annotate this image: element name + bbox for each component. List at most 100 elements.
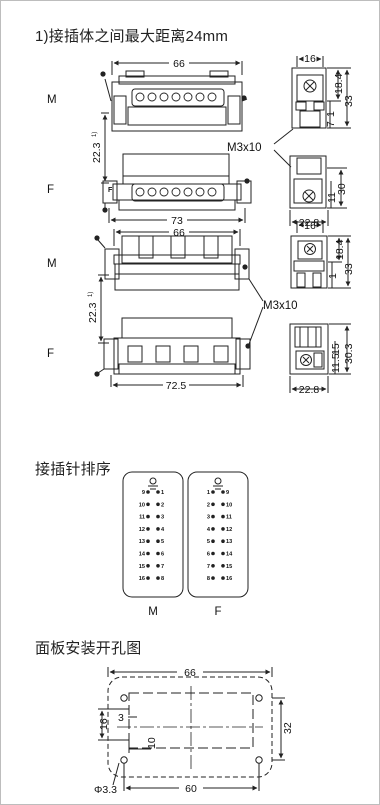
- f-pin-number: 4: [207, 527, 211, 533]
- f-pin-contact: [221, 514, 225, 519]
- f-pin-number: 9: [226, 490, 229, 496]
- f-pin-number: 11: [226, 515, 232, 521]
- f-pin-contact: [221, 527, 225, 531]
- f-pin-contact: [211, 551, 215, 556]
- upper-label-m: M: [47, 94, 57, 106]
- m-pin-contact: [146, 564, 150, 568]
- f-pin-number: 6: [207, 552, 210, 558]
- m-pin-number: 4: [161, 527, 165, 533]
- upper-label-f: F: [47, 184, 54, 196]
- m-pin-contact: [146, 576, 150, 580]
- upper-side-h1: 18.4: [333, 73, 345, 94]
- f-pin-number: 10: [226, 502, 232, 508]
- m-pin-number: 9: [142, 490, 145, 496]
- m-pin-number: 16: [139, 576, 145, 582]
- m-pin-number: 1: [161, 490, 164, 496]
- f-pin-contact: [211, 514, 215, 519]
- upper-side-view-female: [289, 155, 327, 209]
- upper-dim-top-width: 66: [173, 58, 185, 70]
- panel-dim-10: 10: [146, 737, 158, 749]
- f-pin-number: 16: [226, 576, 232, 582]
- f-pin-number: 13: [226, 539, 232, 545]
- m-pin-contact: [146, 551, 150, 556]
- f-pin-number: 12: [226, 527, 232, 533]
- panel-dim-inner-width: 60: [185, 783, 197, 795]
- upper-side-small1: 1: [325, 111, 337, 117]
- m-pin-contact: [156, 490, 160, 494]
- upper-side-width-top: 16: [304, 53, 316, 65]
- upper-male-housing: [104, 70, 248, 132]
- m-pin-number: 15: [139, 564, 145, 570]
- lower-side-h2: 33: [343, 263, 355, 275]
- upper-side-small3: 11: [326, 192, 338, 203]
- upper-side-h2: 33: [343, 95, 355, 107]
- m-pin-contact: [156, 539, 160, 543]
- upper-m-screw-head: [100, 71, 106, 77]
- f-pin-contact: [211, 502, 215, 507]
- lower-dim-gap-note: 1): [88, 292, 94, 297]
- upper-screw-label: M3x10: [227, 142, 262, 154]
- f-pin-contact: [221, 502, 225, 507]
- ground-symbol-f: [213, 477, 223, 490]
- lower-male-housing: [97, 235, 250, 291]
- m-pin-number: 7: [161, 564, 164, 570]
- pin-plate-f: [187, 471, 249, 598]
- m-pin-number: 11: [139, 515, 145, 521]
- upper-f-mark: F: [108, 187, 113, 194]
- f-pin-number: 15: [226, 564, 232, 570]
- m-pin-contact: [146, 502, 150, 507]
- upper-side-width-bottom: 22.8: [299, 217, 320, 229]
- lower-side-small1: 1: [327, 273, 339, 279]
- m-pin-number: 2: [161, 502, 164, 508]
- m-pin-number: 12: [139, 527, 145, 533]
- m-pin-number: 13: [139, 539, 145, 545]
- upper-dim-gap: 22.3: [91, 142, 103, 163]
- m-pin-contact: [156, 514, 160, 519]
- panel-dim-3: 3: [118, 712, 124, 724]
- section1-title: 1)接插体之间最大距离24mm: [35, 28, 229, 45]
- m-pin-number: 8: [161, 576, 164, 582]
- f-pin-number: 5: [207, 539, 210, 545]
- upper-dim-bottom-width: 73: [171, 215, 183, 227]
- f-pin-contact: [211, 564, 215, 568]
- lower-label-m: M: [47, 258, 57, 270]
- panel-dim-outer-width: 66: [184, 667, 196, 679]
- f-pin-number: 14: [226, 552, 233, 558]
- panel-dim-hole: Φ3.3: [94, 784, 117, 796]
- f-pin-contact: [221, 490, 225, 494]
- lower-side-view-female: [289, 323, 329, 375]
- lower-screw-label: M3x10: [263, 300, 298, 312]
- m-pin-number: 3: [161, 515, 164, 521]
- m-pin-number: 6: [161, 552, 164, 558]
- m-pin-contact: [146, 514, 150, 519]
- f-pin-contact: [211, 576, 215, 580]
- f-pin-number: 8: [207, 576, 210, 582]
- section2-title: 接插针排序: [35, 461, 112, 478]
- lower-side-small2: 15: [330, 343, 342, 355]
- m-pin-contact: [146, 527, 150, 531]
- panel-dim-16: 16: [98, 718, 110, 730]
- lower-side-small3: 11.5: [330, 353, 342, 373]
- f-pin-number: 2: [207, 502, 210, 508]
- f-pin-number: 3: [207, 515, 210, 521]
- pin-plate-m-label: M: [148, 606, 158, 618]
- f-pin-contact: [211, 490, 215, 494]
- mounting-holes: [120, 694, 263, 764]
- ground-symbol-m: [148, 477, 158, 490]
- lower-side-h1: 18.4: [334, 239, 346, 260]
- section3-title: 面板安装开孔图: [35, 640, 142, 657]
- lower-side-view-male: [290, 235, 328, 289]
- panel-dim-height: 32: [282, 722, 294, 734]
- lower-female-housing: [97, 317, 251, 375]
- f-pin-contact: [221, 539, 225, 543]
- f-pin-contact: [221, 576, 225, 580]
- lower-side-width-bottom: 22.8: [299, 384, 320, 396]
- f-pin-contact: [221, 551, 225, 556]
- panel-outline: [107, 676, 273, 778]
- m-pin-contact: [156, 527, 160, 531]
- lower-dim-bottom-width: 72.5: [166, 380, 187, 392]
- m-pin-contact: [146, 539, 150, 543]
